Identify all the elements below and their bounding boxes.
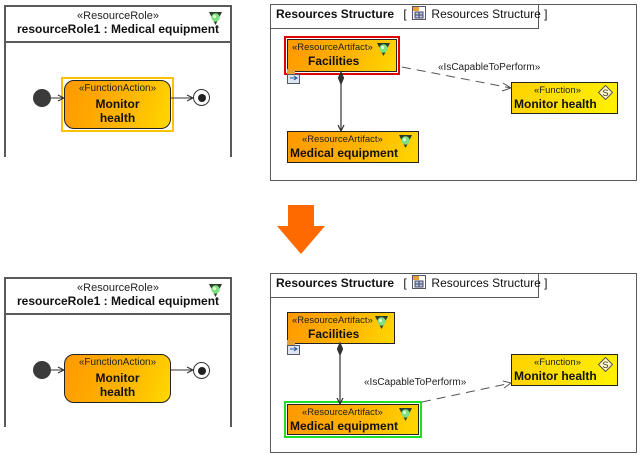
artifact-stereotype: «ResourceArtifact»: [292, 42, 373, 53]
selection-outline-medical: [284, 401, 422, 438]
function-name: Monitor health: [514, 369, 597, 383]
resource-role-header: «ResourceRole» resourceRole1 : Medical e…: [6, 279, 230, 315]
resource-artifact-medical-bottom[interactable]: «ResourceArtifact» Medical equipment: [287, 404, 419, 435]
artifact-stereotype: «ResourceArtifact»: [302, 407, 383, 418]
resource-artifact-facilities-top[interactable]: «ResourceArtifact» Facilities: [287, 39, 397, 72]
diagram-tab-top: Resources Structure [ Resources Structur…: [271, 5, 548, 29]
function-action-top[interactable]: «FunctionAction» Monitor health: [64, 80, 171, 129]
function-stereotype: «Function»: [533, 85, 581, 96]
resource-role-header: «ResourceRole» resourceRole1 : Medical e…: [6, 7, 230, 43]
action-stereotype: «FunctionAction»: [78, 83, 157, 94]
artifact-stereotype: «ResourceArtifact»: [292, 315, 373, 326]
role-stereotype: «ResourceRole»: [77, 282, 159, 294]
diagram-ref-label[interactable]: Resources Structure: [431, 276, 541, 290]
diagram-icon: [412, 6, 427, 20]
function-action-bottom[interactable]: «FunctionAction» Monitor health: [64, 354, 171, 403]
arrow-down-icon: [277, 205, 325, 254]
diagram-ref-close: ]: [544, 276, 548, 290]
initial-node-top[interactable]: [33, 89, 51, 107]
diagram-ref-open: [: [403, 276, 407, 290]
artifact-name: Medical equipment: [290, 146, 399, 160]
action-name-line1: Monitor: [95, 97, 140, 111]
diagram-tab-bottom: Resources Structure [ Resources Structur…: [271, 274, 548, 298]
diagram-ref-close: ]: [544, 7, 548, 21]
resource-role-icon: [209, 284, 222, 297]
svg-text:S: S: [603, 88, 609, 98]
final-node-bottom[interactable]: [193, 362, 210, 379]
resource-artifact-medical-top[interactable]: «ResourceArtifact» Medical equipment: [287, 131, 419, 163]
resource-artifact-icon: [399, 135, 412, 148]
artifact-name: Medical equipment: [290, 419, 399, 433]
function-stereotype: «Function»: [533, 357, 581, 368]
initial-node-bottom[interactable]: [33, 361, 51, 379]
resource-artifact-icon: [399, 408, 412, 421]
action-name-line2: health: [99, 111, 136, 125]
resource-artifact-icon: [377, 43, 390, 56]
resource-role-icon: [209, 12, 222, 25]
resource-role-frame-bottom[interactable]: «ResourceRole» resourceRole1 : Medical e…: [4, 277, 232, 427]
diagram-title: Resources Structure: [276, 276, 395, 290]
action-selection-outline-top: [61, 77, 174, 132]
role-stereotype: «ResourceRole»: [77, 10, 159, 22]
action-name-line1: Monitor: [95, 371, 140, 385]
function-name: Monitor health: [514, 97, 597, 111]
resource-artifact-facilities-bottom[interactable]: «ResourceArtifact» Facilities: [287, 312, 395, 344]
final-node-top[interactable]: [193, 89, 210, 106]
action-stereotype: «FunctionAction»: [78, 357, 157, 368]
diagram-title: Resources Structure: [276, 7, 395, 21]
artifact-stereotype: «ResourceArtifact»: [302, 134, 383, 145]
diagram-ref-label[interactable]: Resources Structure: [431, 7, 541, 21]
function-monitor-health-bottom[interactable]: «Function» Monitor health S: [511, 354, 618, 386]
function-icon: S: [598, 357, 613, 372]
edge-label-capable-bottom[interactable]: «IsCapableToPerform»: [364, 377, 467, 388]
artifact-name: Facilities: [308, 54, 360, 68]
svg-text:S: S: [603, 360, 609, 370]
diagram-ref-open: [: [403, 7, 407, 21]
role-name: resourceRole1 : Medical equipment: [16, 294, 220, 308]
artifact-name: Facilities: [308, 327, 360, 341]
function-monitor-health-top[interactable]: «Function» Monitor health S: [511, 82, 618, 114]
edge-label-capable-top[interactable]: «IsCapableToPerform»: [438, 62, 541, 73]
action-name-line2: health: [99, 385, 136, 399]
role-name: resourceRole1 : Medical equipment: [16, 22, 220, 36]
function-icon: S: [598, 85, 613, 100]
diagram-icon: [412, 275, 427, 289]
diagram-link-icon-top[interactable]: [287, 69, 301, 85]
resource-artifact-icon: [375, 316, 388, 329]
diagram-link-icon-bottom[interactable]: [287, 340, 301, 356]
